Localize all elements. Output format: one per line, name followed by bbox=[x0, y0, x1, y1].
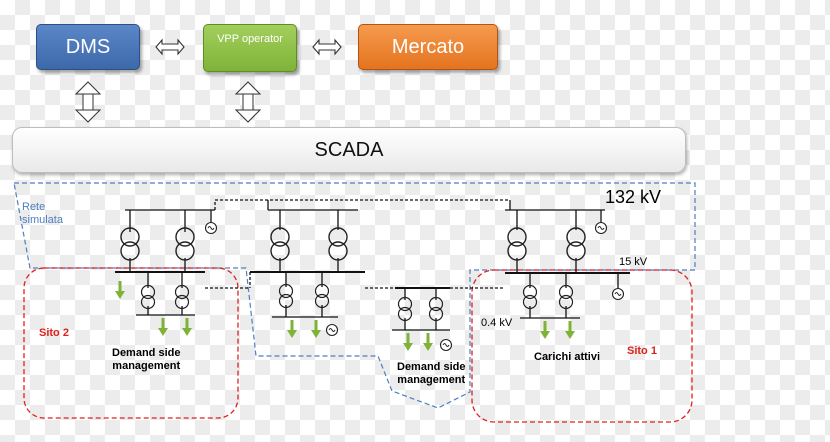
transformer-icon bbox=[175, 227, 195, 261]
double-arrow-icon bbox=[155, 39, 185, 55]
voltage-132-label: 132 kV bbox=[605, 187, 662, 207]
dms-label: DMS bbox=[65, 35, 111, 58]
transformer-icon bbox=[328, 227, 348, 261]
load-arrow-icon bbox=[180, 316, 194, 338]
double-arrow-icon bbox=[312, 39, 342, 55]
load-arrow-icon bbox=[285, 318, 299, 340]
vpp-operator-box: VPP operator bbox=[203, 24, 297, 72]
double-arrow-icon bbox=[235, 81, 261, 123]
rete-simulata-outline bbox=[13, 182, 696, 409]
double-arrow-icon bbox=[75, 81, 101, 123]
generator-icon bbox=[325, 323, 339, 337]
transformer-icon bbox=[174, 284, 190, 310]
rete-label-line2: simulata bbox=[22, 214, 63, 226]
load-arrow-icon bbox=[309, 318, 323, 340]
scada-bar: SCADA bbox=[12, 127, 686, 173]
transformer-icon bbox=[270, 227, 290, 261]
generator-icon bbox=[204, 221, 218, 235]
dsm-label-line2: management bbox=[112, 360, 181, 372]
transformer-icon bbox=[522, 284, 538, 310]
voltage-04-label: 0.4 kV bbox=[481, 317, 513, 329]
transformer-icon bbox=[558, 284, 574, 310]
transformer-icon bbox=[507, 227, 527, 261]
transformer-icon bbox=[428, 296, 444, 322]
dsm-label-line2: management bbox=[397, 374, 466, 386]
transformer-icon bbox=[140, 284, 156, 310]
load-arrow-icon bbox=[421, 331, 435, 353]
sito-2-label: Sito 2 bbox=[39, 327, 69, 339]
load-arrow-icon bbox=[401, 331, 415, 353]
mercato-label: Mercato bbox=[391, 35, 465, 58]
load-arrow-icon bbox=[563, 319, 577, 341]
rete-label-line1: Rete bbox=[22, 201, 46, 213]
transformer-icon bbox=[120, 227, 140, 261]
transformer-icon bbox=[397, 296, 413, 322]
sito-1-outline bbox=[471, 269, 693, 423]
dsm-label-line1: Demand side bbox=[112, 347, 181, 359]
generator-icon bbox=[611, 287, 625, 301]
transformer-icon bbox=[278, 283, 294, 309]
transformer-icon bbox=[566, 227, 586, 261]
generator-icon bbox=[594, 221, 608, 235]
dms-box: DMS bbox=[36, 24, 140, 70]
voltage-15-label: 15 kV bbox=[619, 256, 648, 268]
carichi-attivi-label: Carichi attivi bbox=[534, 351, 601, 363]
rete-simulata-label: Rete simulata bbox=[22, 201, 63, 227]
transformer-icon bbox=[314, 283, 330, 309]
scada-label: SCADA bbox=[314, 138, 384, 161]
load-arrow-icon bbox=[538, 319, 552, 341]
load-arrow-icon bbox=[113, 279, 127, 301]
sito-1-label: Sito 1 bbox=[627, 345, 657, 357]
dsm-label-line1: Demand side bbox=[397, 361, 466, 373]
generator-icon bbox=[439, 338, 453, 352]
sito-2-outline bbox=[23, 267, 239, 419]
demand-side-management-label: Demand side management bbox=[397, 361, 465, 387]
mercato-box: Mercato bbox=[358, 24, 498, 70]
load-arrow-icon bbox=[156, 316, 170, 338]
vpp-label: VPP operator bbox=[217, 33, 283, 45]
demand-side-management-label: Demand side management bbox=[112, 347, 180, 373]
